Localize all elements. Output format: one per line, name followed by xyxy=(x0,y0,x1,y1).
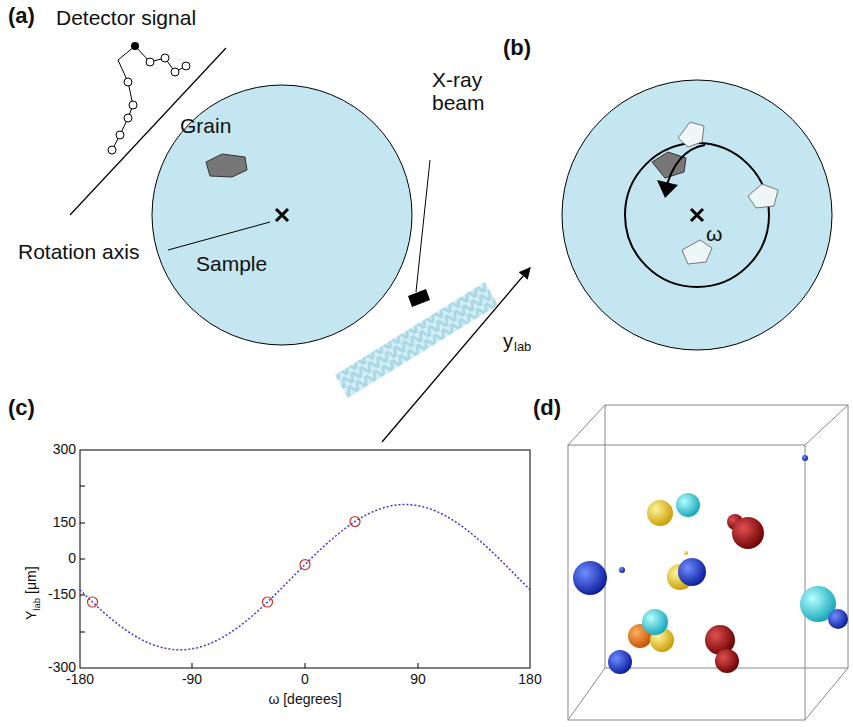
data-point xyxy=(263,597,273,607)
axis-subscript: lab xyxy=(514,340,531,354)
part-label: X-ray beam xyxy=(432,68,502,114)
axis-label: Detector signal xyxy=(56,6,196,29)
tick-label: -150 xyxy=(48,587,76,602)
part-label: Grain xyxy=(180,114,231,137)
axis-label: y xyxy=(503,330,513,352)
angle-symbol: ω xyxy=(706,222,722,245)
panel-letter: (a) xyxy=(8,4,35,28)
tick-label: 0 xyxy=(68,551,76,566)
panel-letter: (d) xyxy=(533,396,561,420)
axis-title: Y xyxy=(23,611,39,620)
data-point xyxy=(300,560,310,570)
data-point xyxy=(88,597,98,607)
axis-title: [μm] xyxy=(23,566,39,594)
part-label: Rotation axis xyxy=(18,240,139,263)
tick-label: 0 xyxy=(301,672,309,687)
axis-subscript: lab xyxy=(31,598,42,611)
panel-letter: (c) xyxy=(8,396,35,420)
axis-title: ω [degrees] xyxy=(268,692,341,707)
tick-label: -90 xyxy=(182,672,202,687)
part-label: Sample xyxy=(196,252,267,275)
panel-letter: (b) xyxy=(503,36,531,60)
tick-label: 180 xyxy=(518,672,541,687)
tick-label: 90 xyxy=(410,672,426,687)
data-point xyxy=(350,517,360,527)
y-axis-title: Ylab [μm] xyxy=(24,566,42,620)
tick-label: -180 xyxy=(66,672,94,687)
tick-label: 300 xyxy=(53,442,76,457)
tick-label: 150 xyxy=(53,515,76,530)
